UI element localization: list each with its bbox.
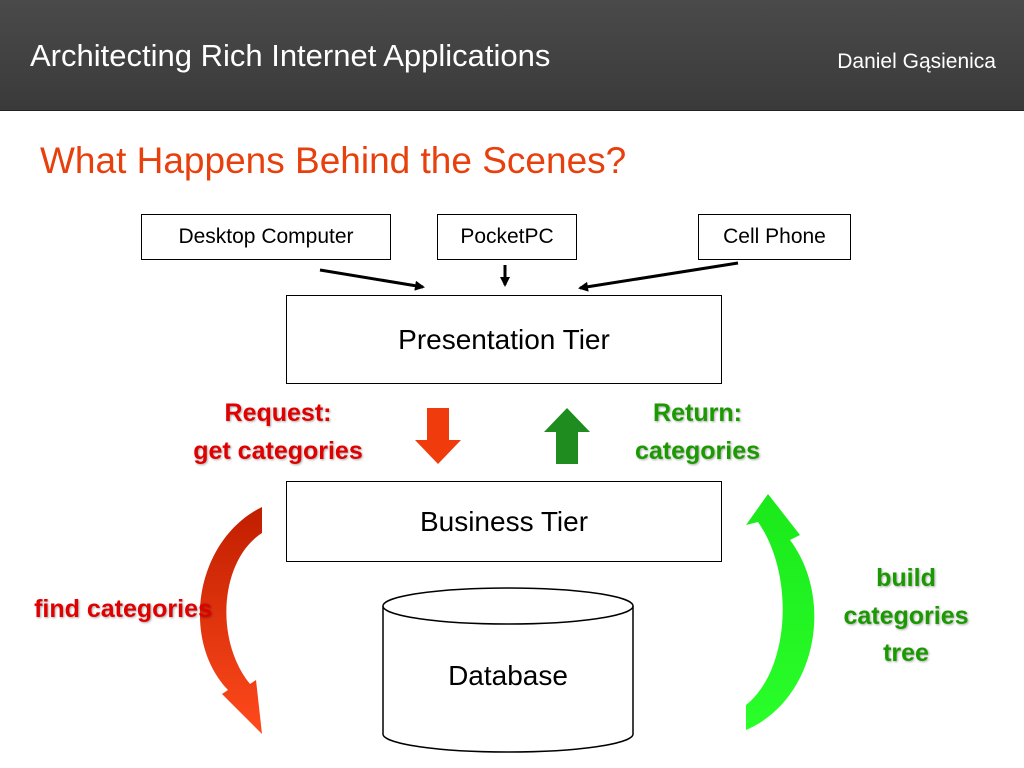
build-categories-arrow (746, 494, 815, 730)
return-label-line2: categories (634, 436, 761, 465)
build-categories-label: build categories tree (826, 560, 986, 673)
database-label: Database (448, 660, 568, 691)
client-desktop-computer: Desktop Computer (141, 214, 391, 260)
build-label-line3: tree (883, 639, 929, 667)
header-bar: Architecting Rich Internet Applications … (0, 0, 1024, 111)
client-pocketpc: PocketPC (437, 214, 577, 260)
request-label-line2: get categories (193, 436, 363, 465)
request-label-line1: Request: (224, 399, 332, 427)
business-tier-box: Business Tier (286, 481, 722, 562)
return-label: Return: categories (610, 395, 785, 470)
presentation-tier-box: Presentation Tier (286, 295, 722, 384)
request-label: Request: get categories (168, 395, 388, 470)
build-label-line2: categories (843, 601, 969, 630)
return-up-arrow (544, 408, 590, 464)
author-name: Daniel Gąsienica (837, 50, 996, 73)
find-categories-label: find categories (34, 595, 212, 623)
build-label-line1: build (876, 564, 936, 592)
client-cell-phone: Cell Phone (698, 214, 851, 260)
request-down-arrow (415, 408, 461, 464)
database-cylinder-body (382, 606, 634, 753)
presentation-title: Architecting Rich Internet Applications (30, 38, 551, 73)
slide-title: What Happens Behind the Scenes? (40, 140, 627, 181)
database-cylinder-top (382, 587, 634, 625)
cellphone-to-presentation-arrow (578, 261, 739, 292)
find-categories-arrow (199, 507, 262, 734)
return-label-line1: Return: (653, 399, 742, 427)
desktop-to-presentation-arrow (319, 268, 425, 291)
